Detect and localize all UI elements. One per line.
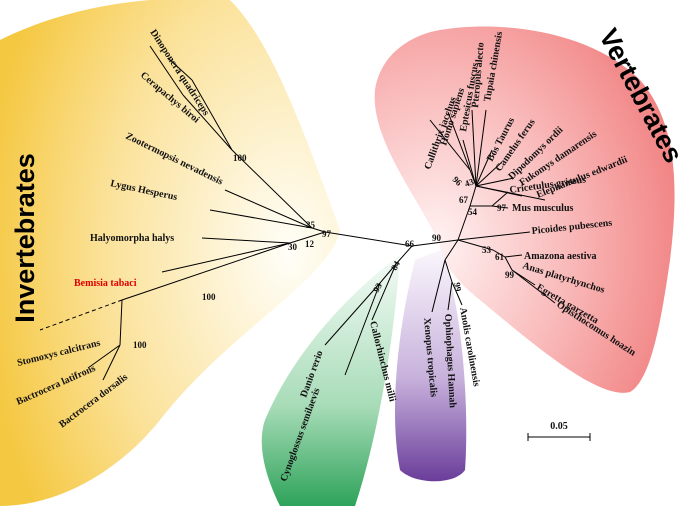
taxon-bemisia: Bemisia tabaci <box>74 278 137 289</box>
bootstrap-birds-b: 61 <box>495 252 505 262</box>
vertebrates-region <box>374 26 675 393</box>
bootstrap-bemisia: 12 <box>305 239 315 249</box>
bootstrap-birds-a: 53 <box>482 245 492 255</box>
bootstrap-insect-a: 35 <box>306 220 316 230</box>
taxon-halyomorpha: Halyomorpha halys <box>90 233 174 244</box>
bootstrap-birds-c: 99 <box>505 270 515 280</box>
bootstrap-rodents-b: 97 <box>497 203 507 213</box>
taxon-mus: Mus musculus <box>512 203 574 214</box>
bootstrap-mammal-a: 43 <box>463 176 475 189</box>
scale-bar: 0.05 <box>527 421 591 441</box>
invertebrates-region <box>0 0 340 506</box>
scale-bar-label: 0.05 <box>550 421 568 432</box>
tree-branches <box>39 45 556 381</box>
bootstrap-reptiles: 99 <box>452 282 463 293</box>
bootstrap-rodents-a: 54 <box>468 207 478 217</box>
invertebrates-title: Invertebrates <box>10 153 40 323</box>
bootstrap-root-right: 90 <box>432 233 442 243</box>
bootstrap-values: 100 35 97 30 12 100 100 66 90 84 93 99 9… <box>133 153 515 350</box>
bootstrap-mammal-b: 67 <box>459 195 469 205</box>
bootstrap-halyomorpha: 30 <box>288 242 298 252</box>
taxon-ophiophagus: Ophiophagus Hannah <box>442 314 458 409</box>
bootstrap-ants: 100 <box>233 153 247 163</box>
bootstrap-insect-b: 97 <box>322 229 332 239</box>
fish-region <box>261 255 400 506</box>
bootstrap-root-left: 66 <box>405 239 415 249</box>
taxon-amazona: Amazona aestiva <box>524 251 597 262</box>
bootstrap-diptera: 100 <box>202 292 216 302</box>
bootstrap-bactrocera: 100 <box>133 340 147 350</box>
